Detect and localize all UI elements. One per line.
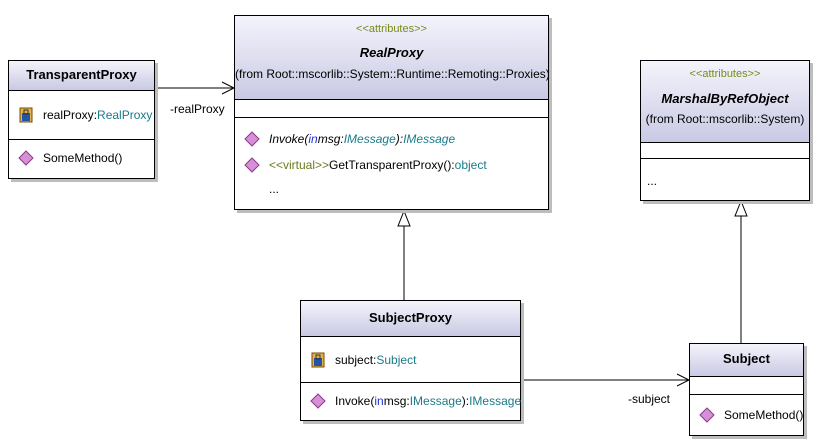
class-namespace: (from Root::mscorlib::System::Runtime::R…	[235, 67, 548, 81]
private-attribute-icon	[17, 106, 35, 124]
operation-icon	[243, 130, 261, 148]
attribute-compartment	[690, 377, 803, 395]
class-marshal-by-ref-object[interactable]: <<attributes>> MarshalByRefObject (from …	[640, 60, 810, 201]
operation-row-invoke[interactable]: Invoke(in msg:IMessage):IMessage	[243, 130, 455, 148]
attribute-row[interactable]: subject:Subject	[309, 351, 416, 369]
operation-icon	[17, 149, 35, 167]
generalization-realproxy-triangle	[397, 209, 411, 227]
class-header: SubjectProxy	[301, 301, 520, 337]
operation-row[interactable]: SomeMethod()	[698, 406, 803, 424]
class-header: <<attributes>> MarshalByRefObject (from …	[641, 61, 809, 143]
class-subject[interactable]: Subject SomeMethod()	[689, 343, 804, 436]
attribute-compartment	[235, 100, 548, 118]
attribute-compartment: subject:Subject	[301, 337, 520, 383]
private-attribute-icon	[309, 351, 327, 369]
operation-compartment: Invoke(in msg:IMessage):IMessage <<virtu…	[235, 118, 548, 209]
generalization-marshal-triangle	[734, 199, 748, 217]
class-transparent-proxy[interactable]: TransparentProxy realProxy:RealProxy Som…	[8, 60, 155, 179]
attribute-compartment	[641, 143, 809, 159]
attribute-compartment: realProxy:RealProxy	[9, 91, 154, 140]
class-stereotype: <<attributes>>	[689, 68, 761, 80]
class-header: TransparentProxy	[9, 61, 154, 91]
class-stereotype: <<attributes>>	[356, 23, 427, 35]
role-label-realproxy: -realProxy	[170, 102, 225, 116]
class-namespace: (from Root::mscorlib::System)	[645, 112, 805, 126]
attribute-row[interactable]: realProxy:RealProxy	[17, 106, 152, 124]
class-subject-proxy[interactable]: SubjectProxy subject:Subject Invoke(in m…	[300, 300, 521, 421]
operation-icon	[309, 392, 327, 410]
class-name: MarshalByRefObject	[661, 91, 789, 106]
operation-icon	[243, 156, 261, 174]
operation-row[interactable]: SomeMethod()	[17, 149, 122, 167]
operation-compartment: SomeMethod()	[9, 140, 154, 178]
class-name: Subject	[723, 351, 770, 366]
class-name: TransparentProxy	[26, 67, 137, 82]
class-header: <<attributes>> RealProxy (from Root::msc…	[235, 16, 548, 100]
operation-compartment: SomeMethod()	[690, 395, 803, 435]
class-real-proxy[interactable]: <<attributes>> RealProxy (from Root::msc…	[234, 15, 549, 210]
operation-compartment: ...	[641, 159, 809, 200]
operation-ellipsis: ...	[647, 174, 658, 188]
operation-row[interactable]: Invoke(in msg:IMessage):IMessage	[309, 392, 521, 410]
operation-icon	[698, 406, 716, 424]
class-name: SubjectProxy	[368, 310, 453, 325]
class-name: RealProxy	[359, 45, 424, 60]
operation-compartment: Invoke(in msg:IMessage):IMessage	[301, 383, 521, 420]
operation-ellipsis: ...	[269, 182, 280, 196]
class-header: Subject	[690, 344, 803, 377]
role-label-subject: -subject	[628, 392, 671, 406]
operation-row-get-transparent-proxy[interactable]: <<virtual>> GetTransparentProxy():object	[243, 156, 487, 174]
